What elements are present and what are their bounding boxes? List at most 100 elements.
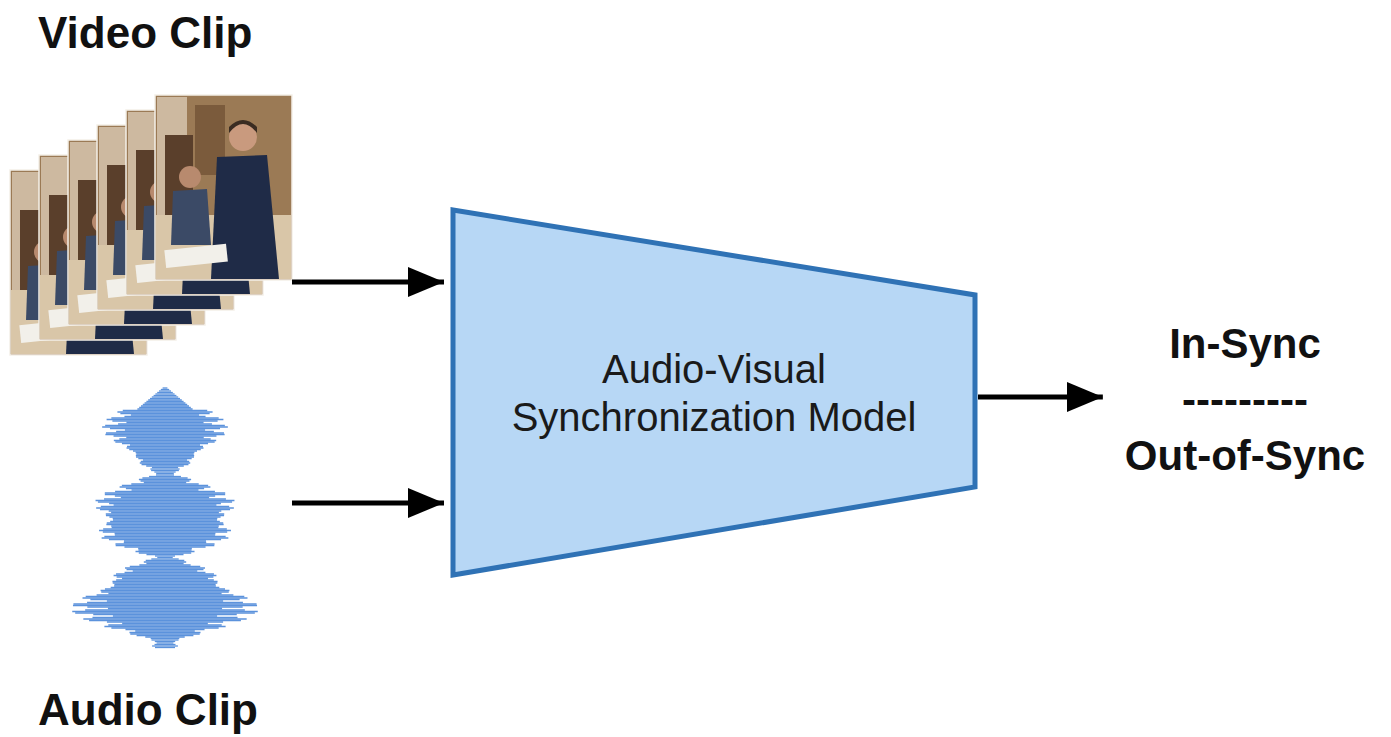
audio-waveform <box>151 639 178 640</box>
audio-waveform <box>155 644 176 645</box>
audio-waveform <box>156 473 174 474</box>
audio-waveform <box>115 534 215 535</box>
audio-waveform <box>130 566 200 567</box>
audio-waveform <box>154 471 175 472</box>
audio-waveform <box>144 561 186 562</box>
audio-waveform <box>120 486 211 487</box>
audio-waveform <box>140 462 190 463</box>
audio-waveform <box>133 450 197 451</box>
audio-waveform <box>150 468 179 469</box>
audio-waveform <box>125 629 204 630</box>
audio-waveform <box>105 494 225 495</box>
child-body <box>171 189 211 245</box>
audio-waveform <box>138 458 191 459</box>
trapezoid-shape <box>453 210 975 575</box>
audio-waveform <box>112 527 219 528</box>
audio-waveform <box>120 413 209 414</box>
audio-waveform <box>142 477 187 478</box>
audio-waveform <box>163 387 168 388</box>
audio-waveform <box>96 507 234 508</box>
audio-waveform <box>102 537 229 538</box>
audio-waveform <box>154 395 177 396</box>
audio-waveform <box>113 582 218 583</box>
audio-waveform <box>105 588 225 589</box>
audio-waveform <box>115 491 215 492</box>
audio-waveform <box>157 392 173 393</box>
audio-waveform <box>86 596 245 597</box>
audio-waveform <box>149 476 181 477</box>
audio-waveform <box>98 501 232 502</box>
audio-waveform <box>141 480 190 481</box>
audio-waveform <box>114 504 217 505</box>
audio-waveform <box>116 545 215 546</box>
audio-waveform <box>150 398 180 399</box>
audio-waveform <box>143 404 187 405</box>
audio-waveform <box>108 608 222 609</box>
audio-waveform <box>114 585 216 586</box>
audio-waveform <box>161 389 169 390</box>
audio-waveform <box>145 402 186 403</box>
audio-waveform <box>114 440 216 441</box>
audio-waveform <box>73 605 257 606</box>
output-label: In-Sync <box>1125 316 1365 372</box>
audio-waveform <box>72 611 258 612</box>
audio-waveform <box>151 638 180 639</box>
audio-waveform <box>130 444 200 445</box>
audio-waveform <box>75 612 255 613</box>
audio-waveform <box>113 518 218 519</box>
audio-waveform <box>87 606 242 607</box>
audio-waveform <box>155 393 174 394</box>
audio-waveform <box>100 509 230 510</box>
audio-waveform <box>116 431 214 432</box>
audio-waveform <box>152 467 178 468</box>
audio-waveform <box>106 432 224 433</box>
sync-model-trapezoid: Audio-Visual Synchronization Model <box>450 207 978 578</box>
audio-waveform <box>115 495 215 496</box>
audio-waveform <box>136 455 194 456</box>
audio-waveform <box>151 558 178 559</box>
audio-waveform <box>139 479 191 480</box>
audio-waveform <box>101 591 228 592</box>
audio-waveform <box>139 564 190 565</box>
audio-waveform <box>83 597 248 598</box>
audio-waveform <box>99 530 231 531</box>
audio-waveform <box>125 572 206 573</box>
audio-waveform <box>115 533 216 534</box>
audio-waveform <box>151 470 179 471</box>
audio-waveform <box>135 551 194 552</box>
model-label: Audio-Visual Synchronization Model <box>494 345 934 441</box>
audio-waveform <box>152 645 178 646</box>
audio-waveform <box>108 624 221 625</box>
audio-waveform <box>138 548 192 549</box>
audio-waveform <box>107 600 223 601</box>
audio-waveform <box>156 474 174 475</box>
audio-waveform <box>118 423 212 424</box>
audio-waveform <box>92 617 237 618</box>
audio-waveform <box>137 635 194 636</box>
audio-waveform <box>146 465 184 466</box>
audio-waveform <box>126 488 204 489</box>
audio-waveform <box>114 435 217 436</box>
audio-waveform <box>116 579 214 580</box>
audio-waveform <box>133 570 198 571</box>
audio-waveform <box>107 419 224 420</box>
audio-waveform <box>110 521 220 522</box>
audio-waveform <box>141 405 189 406</box>
audio-waveform <box>122 485 208 486</box>
audio-waveform <box>152 396 178 397</box>
audio-waveform <box>126 422 203 423</box>
audio-waveform <box>139 407 191 408</box>
audio-waveform <box>110 428 220 429</box>
audio-waveform <box>127 446 203 447</box>
audio-waveform <box>93 614 237 615</box>
audio-waveform <box>146 560 185 561</box>
audio-waveform <box>122 623 208 624</box>
audio-waveform <box>114 575 217 576</box>
audio-waveform <box>111 525 219 526</box>
audio-waveform <box>107 522 223 523</box>
audio-waveform <box>103 531 227 532</box>
audio-waveform <box>122 578 208 579</box>
audio-waveform <box>124 542 206 543</box>
audio-waveform <box>73 603 256 604</box>
audio-waveform <box>111 512 219 513</box>
